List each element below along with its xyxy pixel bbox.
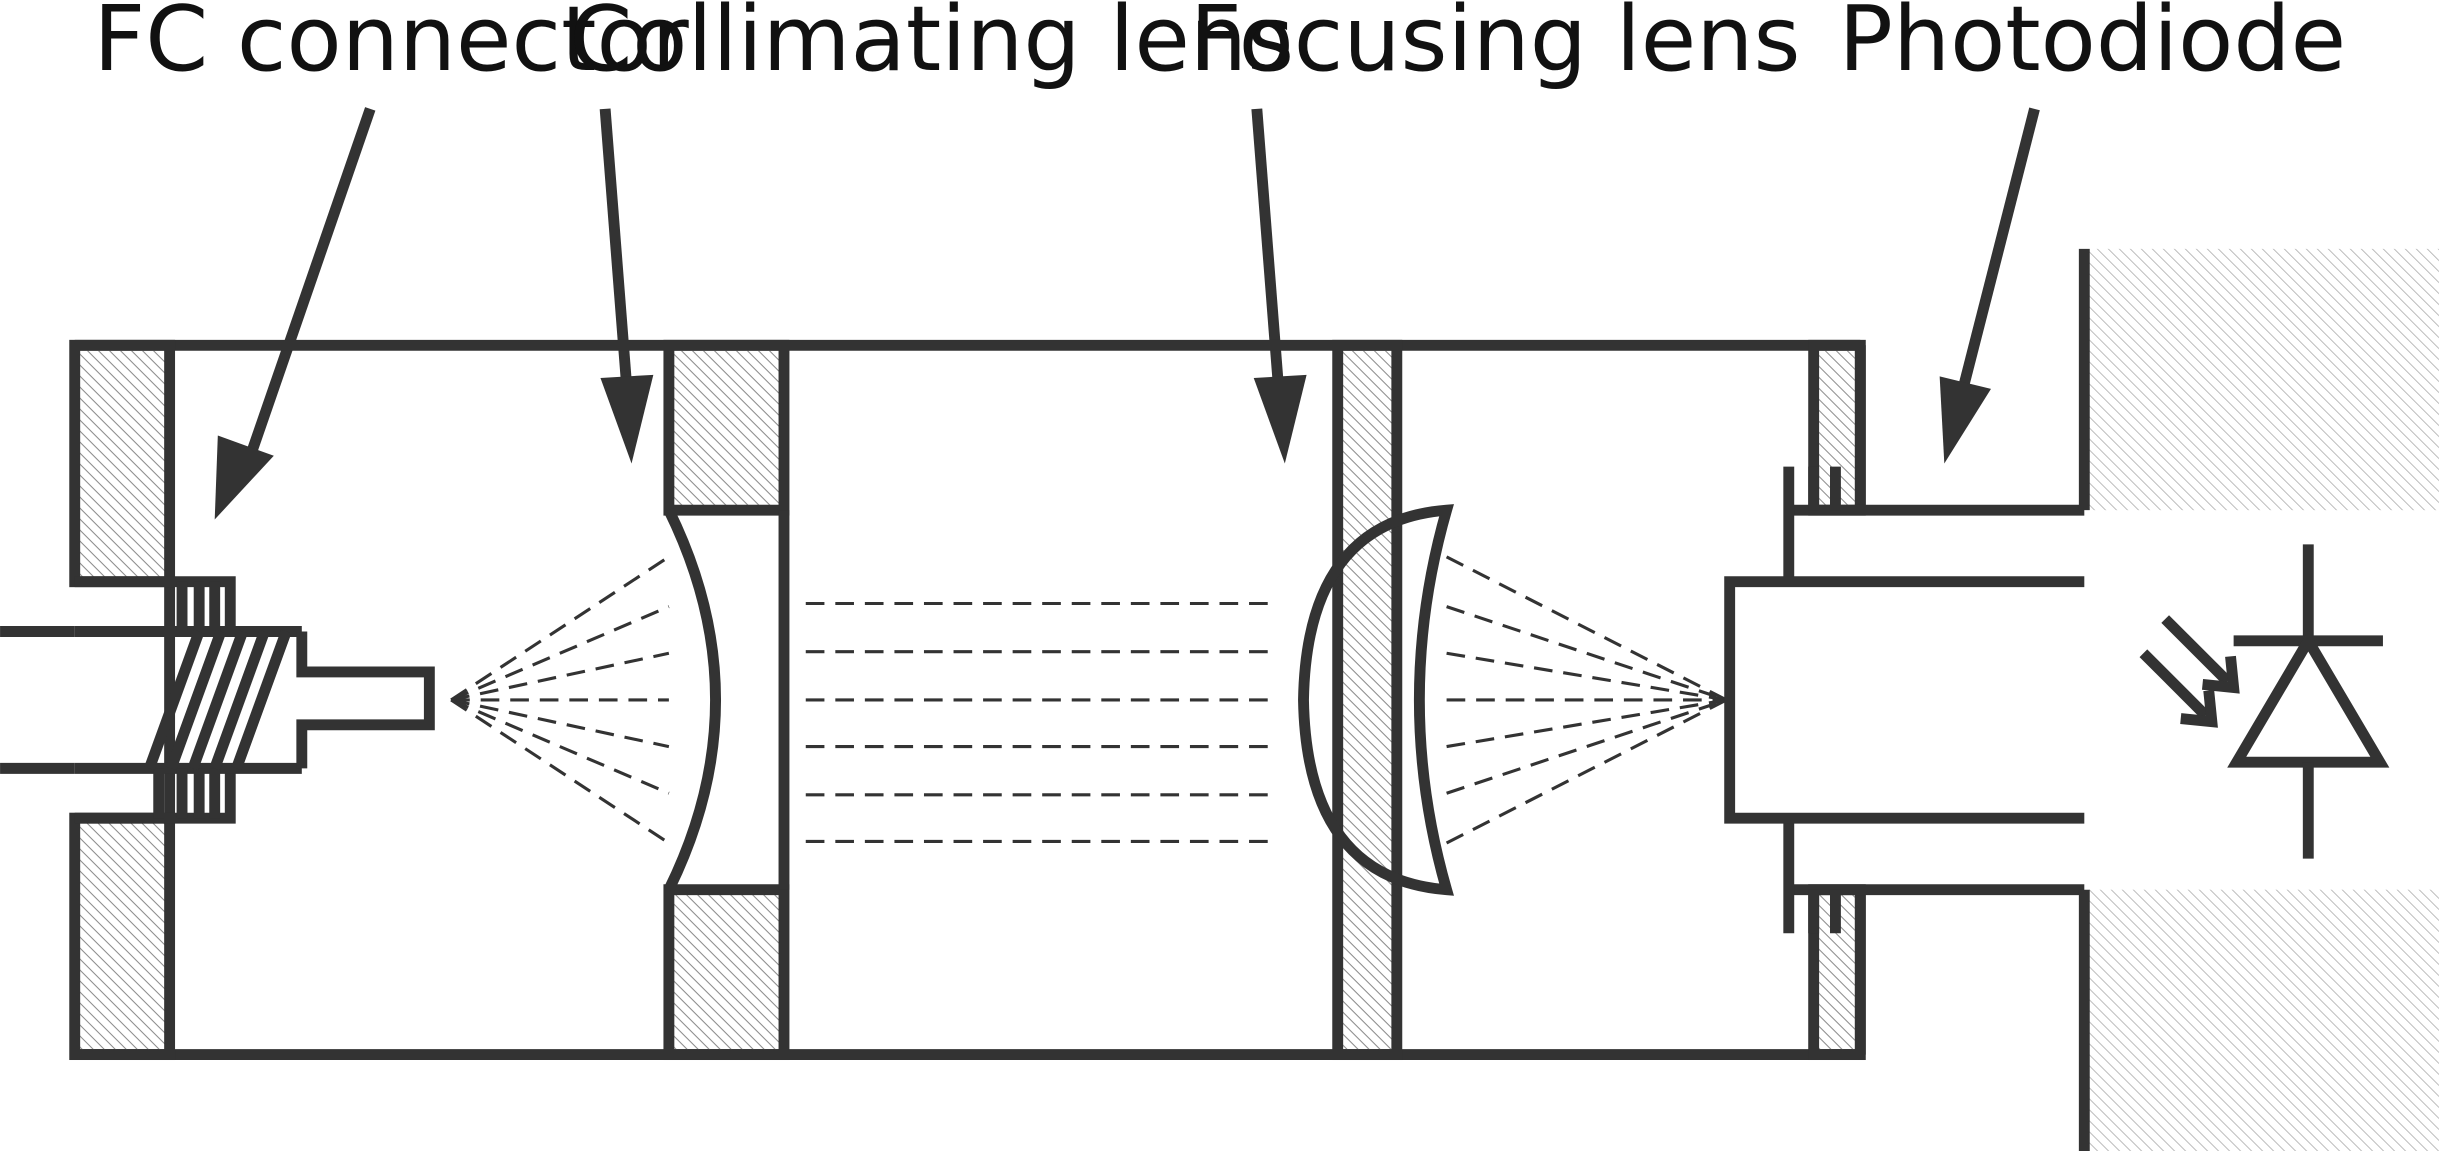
arrow-collimating-lens bbox=[599, 108, 654, 464]
collimating-lens bbox=[664, 507, 721, 893]
label-photodiode: Photodiode bbox=[1839, 0, 2347, 92]
photodiode-symbol bbox=[2139, 544, 2390, 859]
photodiode-body bbox=[1724, 576, 2085, 824]
collimated-rays bbox=[805, 601, 1276, 844]
focusing-lens bbox=[1298, 504, 1454, 896]
fc-connector bbox=[0, 576, 435, 824]
arrow-focusing-lens bbox=[1251, 108, 1307, 464]
fc-connector-wall bbox=[69, 339, 176, 1061]
arrow-fc-connector bbox=[214, 107, 376, 520]
photodiode-wall bbox=[1808, 339, 1866, 1061]
collimating-lens-holder bbox=[663, 339, 790, 1061]
focusing-lens-holder bbox=[1332, 339, 1403, 1061]
label-fc-connector: FC connector bbox=[93, 0, 689, 92]
converging-rays bbox=[1445, 555, 1728, 845]
photodiode-sleeve bbox=[1783, 466, 2085, 934]
diverging-rays bbox=[450, 555, 670, 845]
arrow-photodiode bbox=[1939, 107, 2040, 464]
label-focusing-lens: Focusing lens bbox=[1190, 0, 1801, 92]
label-collimating-lens: Collimating lens bbox=[569, 0, 1294, 92]
mounting-block bbox=[2078, 248, 2439, 1151]
